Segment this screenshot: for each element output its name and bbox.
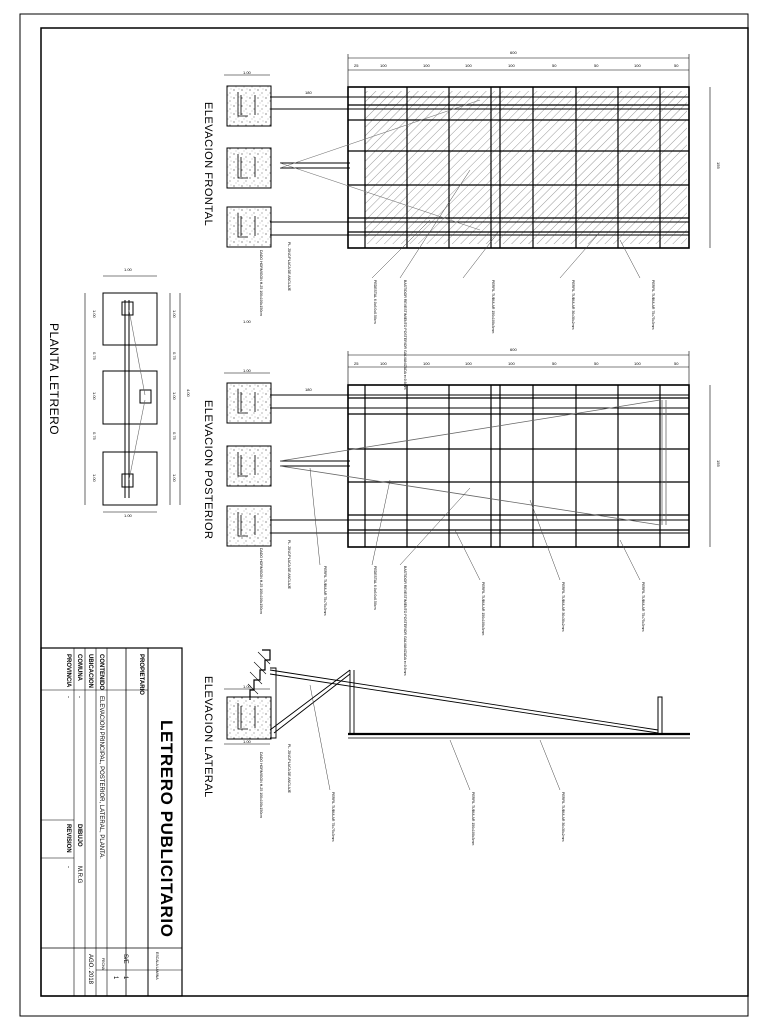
- note-placa: PL. ZINC/PLACA DE ANCLAJE: [287, 744, 291, 794]
- dim-seg: 100: [634, 361, 641, 366]
- dim-planta-seg: 1.00: [92, 310, 97, 318]
- note-pantalla: BASTIDOR REVESTIMIENTO POSTERIOR GALVANI…: [403, 280, 407, 390]
- fecha-label: FECHA: [101, 958, 105, 970]
- note-perfil-75: PERFIL TUBULAR 75x75x3mm: [331, 792, 335, 842]
- elevacion-posterior: [224, 351, 711, 581]
- dim-footing-posterior: 1.00: [243, 368, 251, 373]
- dim-seg: 100: [423, 63, 430, 68]
- dim-seg: 50: [594, 361, 599, 366]
- note-perfil-75: PERFIL TUBULAR 75x75x3mm: [641, 582, 645, 632]
- view-title-posterior: ELEVACION POSTERIOR: [202, 400, 214, 540]
- note-perfil-30: PERFIL TUBULAR 30x30x2mm: [571, 280, 575, 330]
- dim-planta-top: 1.00: [124, 267, 132, 272]
- comuna-value: -: [76, 696, 82, 698]
- dim-seg: 25: [354, 361, 359, 366]
- dim-seg: 50: [674, 361, 679, 366]
- dim-planta-seg-r: 1.00: [172, 310, 177, 318]
- dim-seg: 100: [423, 361, 430, 366]
- dim-footing-frontal: 1.00: [243, 70, 251, 75]
- elevacion-frontal: [224, 54, 711, 279]
- provincia-label: PROVINCIA: [65, 654, 71, 688]
- dim-total-frontal: 600: [510, 50, 517, 55]
- dim-seg: 100: [380, 63, 387, 68]
- propietario-label: PROPIETARIO: [138, 654, 144, 695]
- dim-footing-frontal-bottom: 1.00: [243, 319, 251, 324]
- note-perfil-150: PERFIL TUBULAR 150x100x3mm: [471, 792, 475, 846]
- provincia-value: -: [65, 696, 71, 698]
- dim-planta-total: 4.00: [186, 389, 191, 397]
- note-pedestal: PEDESTAL 6.0x6.0x0.50cm: [373, 280, 377, 324]
- dim-planta-bottom: 1.00: [124, 513, 132, 518]
- note-perfil-75: PERFIL TUBULAR 75x75x3mm: [323, 566, 327, 616]
- drawing-title: LETRERO PUBLICITARIO: [157, 720, 176, 938]
- dim-seg: 50: [674, 63, 679, 68]
- dibujo-value: M.R.G: [76, 866, 82, 884]
- dim-footing-lateral-bottom: 1.00: [243, 739, 251, 744]
- view-title-frontal: ELEVACION FRONTAL: [202, 102, 214, 227]
- dim-footing-lateral: 1.00: [243, 684, 251, 689]
- note-pedestal: PEDESTAL 6.0x6.0x0.50cm: [373, 566, 377, 610]
- note-dado: DADO HORMIGON H-25 100x100x150cm: [259, 250, 263, 316]
- dim-seg: 25: [354, 63, 359, 68]
- dibujo-label: DIBUJO: [76, 824, 82, 847]
- dim-planta-seg-r: 1.00: [172, 392, 177, 400]
- note-perfil-30: PERFIL TUBULAR 30x30x2mm: [561, 582, 565, 632]
- dim-seg: 100: [508, 361, 515, 366]
- inner-border: [40, 27, 749, 997]
- comuna-label: COMUNA: [76, 654, 82, 681]
- note-perfil-75: PERFIL TUBULAR 75x75x3mm: [651, 280, 655, 330]
- note-dado: DADO HORMIGON H-25 100x100x150cm: [259, 752, 263, 818]
- lamina-number: 1: [122, 976, 128, 980]
- lamina-total: 1: [112, 976, 118, 980]
- dim-planta-seg: 1.00: [92, 392, 97, 400]
- dim-planta-seg: 0.75: [92, 352, 97, 360]
- dim-planta-seg: 0.75: [92, 432, 97, 440]
- note-perfil-30: PERFIL TUBULAR 30x30x2mm: [561, 792, 565, 842]
- contenido-label: CONTENIDO: [98, 654, 104, 690]
- planta-letrero: [84, 275, 181, 513]
- dim-planta-seg: 1.00: [92, 474, 97, 482]
- dim-planta-seg-r: 0.75: [172, 432, 177, 440]
- dim-seg: 100: [465, 63, 472, 68]
- dim-seg: 100: [634, 63, 641, 68]
- escala-value: S/E: [122, 954, 128, 964]
- note-perfil-150: PERFIL TUBULAR 150x100x3mm: [491, 280, 495, 334]
- dim-seg: 100: [465, 361, 472, 366]
- contenido-value: ELEVACION PRINCIPAL, POSTERIOR, LATERAL,…: [98, 696, 104, 859]
- revision-label: REVISION: [65, 824, 71, 853]
- note-pantalla: BASTIDOR REVESTIMIENTO POSTERIOR GALVANI…: [403, 566, 407, 676]
- title-block-frame: [40, 647, 183, 997]
- elevacion-lateral: [224, 649, 690, 791]
- dim-total-posterior: 600: [510, 347, 517, 352]
- dim-planta-seg-r: 1.00: [172, 474, 177, 482]
- dim-seg: 100: [508, 63, 515, 68]
- escala-label: ESCALA LAMINA: [155, 952, 159, 980]
- view-title-lateral: ELEVACION LATERAL: [202, 676, 214, 798]
- dim-seg: 100: [380, 361, 387, 366]
- note-placa: PL. ZINC/PLACA DE ANCLAJE: [287, 242, 291, 292]
- ubicacion-label: UBICACION: [87, 654, 93, 688]
- fecha-value: AGO. 2018: [87, 954, 93, 985]
- note-placa: PL. ZINC/PLACA DE ANCLAJE: [287, 540, 291, 590]
- dim-seg: 50: [552, 63, 557, 68]
- view-title-planta: PLANTA LETRERO: [47, 323, 61, 436]
- dim-planta-seg-r: 0.75: [172, 352, 177, 360]
- dim-frontal-height: 155: [716, 162, 721, 169]
- dim-seg: 50: [594, 63, 599, 68]
- note-dado: DADO HORMIGON H-25 100x100x150cm: [259, 548, 263, 614]
- note-perfil-150: PERFIL TUBULAR 150x100x3mm: [481, 582, 485, 636]
- revision-value: -: [65, 866, 71, 868]
- dim-posterior-height: 155: [716, 460, 721, 467]
- dim-post-posterior: 180: [305, 387, 312, 392]
- dim-seg: 50: [552, 361, 557, 366]
- dim-post-frontal: 180: [305, 90, 312, 95]
